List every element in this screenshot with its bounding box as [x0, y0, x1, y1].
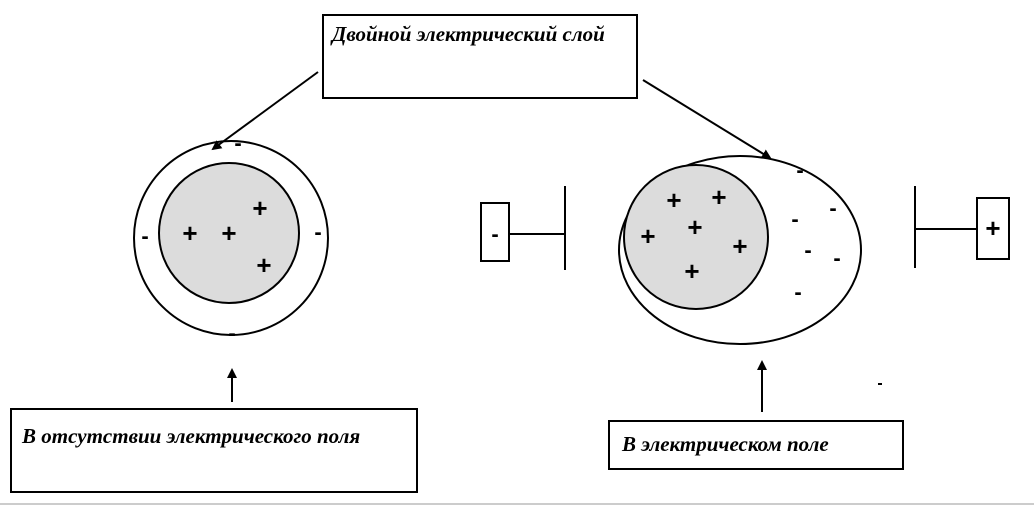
minus-charge: -: [833, 246, 840, 271]
label-double-layer-text: Двойной электрический слой: [332, 22, 605, 46]
particle-no-field: + + + + - - - -: [133, 131, 329, 346]
label-no-field: В отсутствии электрического поля: [10, 408, 418, 493]
minus-charge: -: [796, 158, 803, 183]
label-in-field-text: В электрическом поле: [622, 432, 829, 456]
plus-terminal-sign: +: [985, 213, 1000, 243]
negative-electrode: -: [480, 186, 566, 270]
label-no-field-text: В отсутствии электрического поля: [22, 424, 361, 448]
label-in-field: В электрическом поле: [608, 420, 904, 470]
plus-charge: +: [221, 218, 236, 248]
minus-charge: -: [791, 207, 798, 232]
minus-charge: -: [314, 220, 321, 245]
plus-charge: +: [256, 250, 271, 280]
plus-charge: +: [711, 182, 726, 212]
arrow-to-right-layer: [642, 79, 772, 160]
plus-charge: +: [666, 185, 681, 215]
minus-charge: -: [141, 224, 148, 249]
core-circle: [158, 162, 300, 304]
plus-charge: +: [684, 256, 699, 286]
plus-charge: +: [732, 231, 747, 261]
minus-charge: -: [794, 280, 801, 305]
stray-mark: [878, 383, 882, 385]
core-circle: [623, 164, 769, 310]
minus-charge: -: [234, 131, 241, 156]
positive-terminal-box: [976, 197, 1010, 260]
label-double-layer: Двойной электрический слой: [322, 14, 638, 99]
arrow-to-left-layer: [211, 71, 319, 151]
positive-electrode: +: [914, 186, 1010, 268]
particle-in-field: + + + + + + - - - - - -: [618, 155, 862, 345]
plus-charge: +: [640, 221, 655, 251]
minus-charge: -: [804, 238, 811, 263]
plus-charge: +: [252, 193, 267, 223]
minus-charge: -: [228, 321, 235, 346]
bottom-border: [0, 503, 1034, 505]
minus-charge: -: [829, 196, 836, 221]
negative-terminal-box: [480, 202, 510, 262]
plus-charge: +: [182, 218, 197, 248]
plus-charge: +: [687, 212, 702, 242]
minus-terminal-sign: -: [491, 222, 498, 247]
